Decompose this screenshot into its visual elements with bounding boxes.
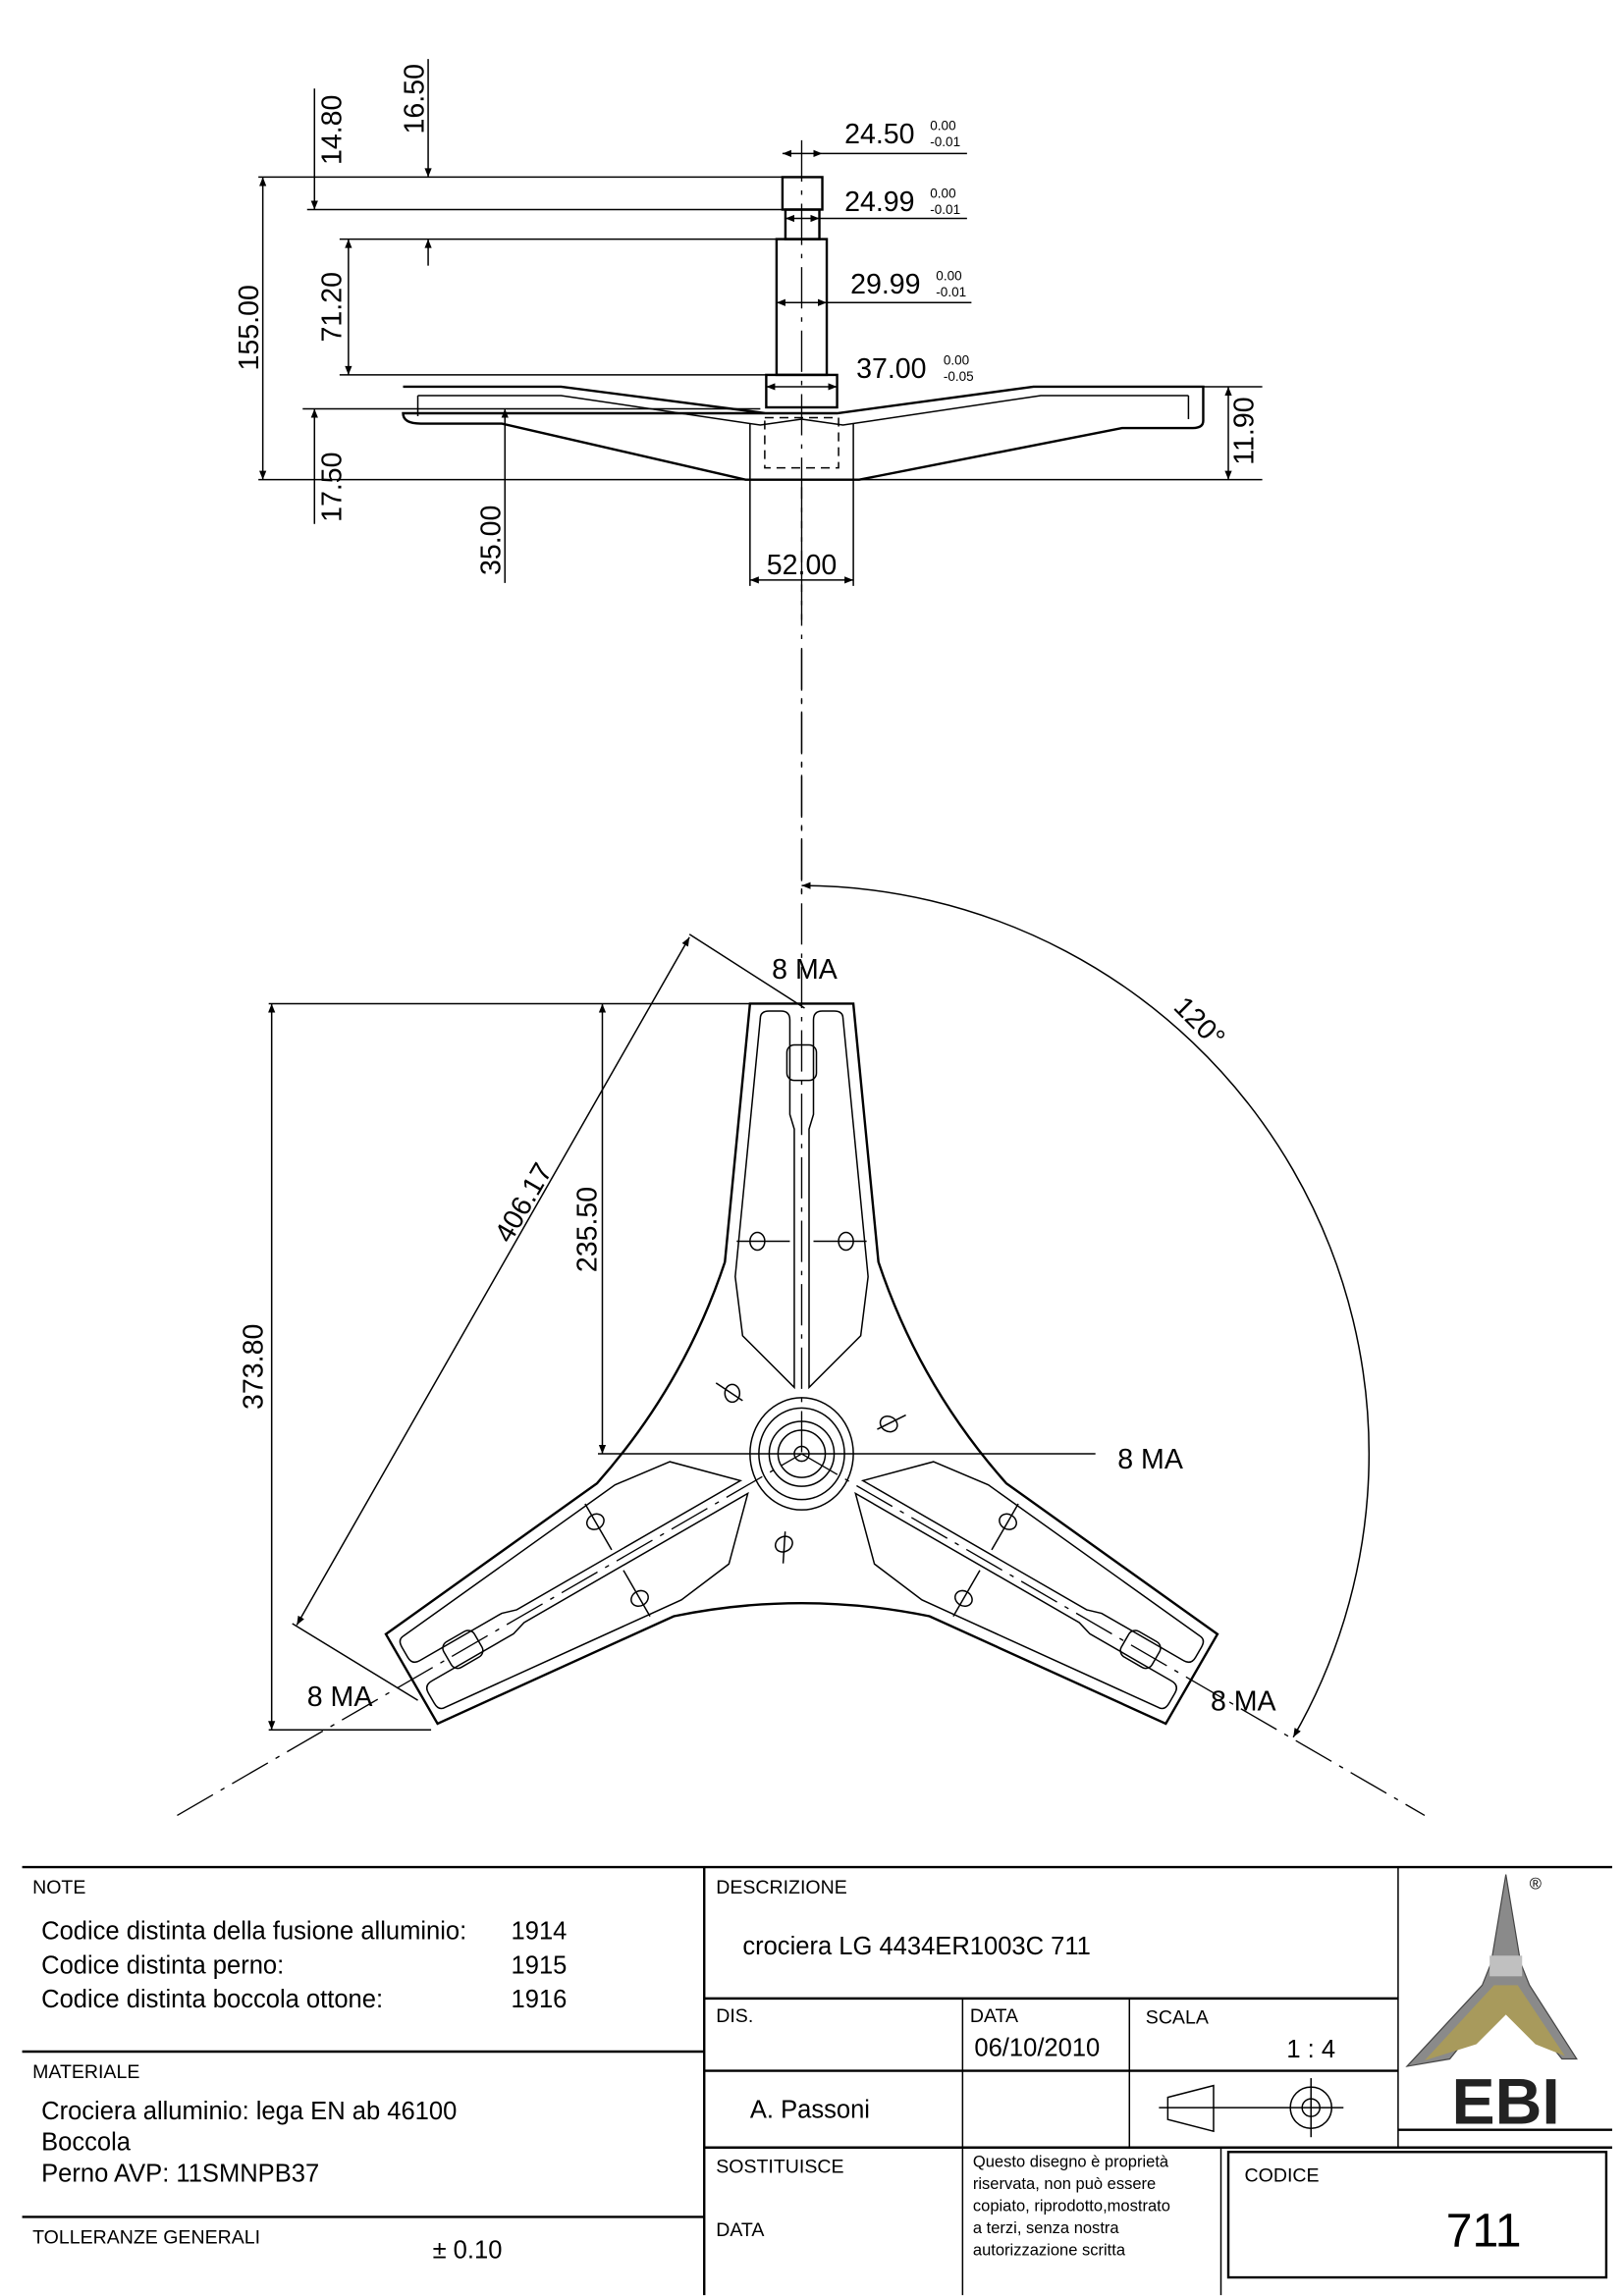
- shaft-base: [765, 373, 839, 409]
- dim-14-80: 14.80: [316, 95, 348, 165]
- data2-label: DATA: [716, 2219, 764, 2241]
- plan-view: 373.80 235.50 406.17 120° 8 MA 8 MA 8 MA…: [177, 649, 1426, 1817]
- materiale-line-2: Boccola: [41, 2129, 132, 2157]
- angle-label: 120°: [1167, 990, 1230, 1053]
- materiale-line-1: Crociera alluminio: lega EN ab 46100: [41, 2098, 457, 2125]
- shaft-tip: [781, 176, 824, 211]
- svg-text:-0.05: -0.05: [944, 369, 974, 384]
- dim-52-00: 52.00: [767, 550, 837, 581]
- shaft-neck: [784, 208, 821, 240]
- dim-373-80: 373.80: [239, 1324, 270, 1410]
- svg-text:24.99: 24.99: [844, 187, 914, 218]
- spider-arm: [399, 1461, 793, 1710]
- svg-text:0.00: 0.00: [936, 269, 961, 284]
- dim-11-90: 11.90: [1229, 397, 1261, 464]
- angle-arc: [801, 881, 1371, 1738]
- svg-text:-0.01: -0.01: [930, 134, 960, 149]
- note-line-3: Codice distinta boccola ottone:: [41, 1986, 383, 2013]
- svg-text:-0.01: -0.01: [936, 285, 966, 299]
- codice-label: CODICE: [1245, 2164, 1320, 2186]
- note-code-3: 1916: [512, 1986, 568, 2013]
- thread-label-left: 8 MA: [307, 1682, 373, 1713]
- title-block: NOTE Codice distinta della fusione allum…: [22, 1865, 1612, 2296]
- materiale-label: MATERIALE: [32, 2061, 139, 2083]
- tolleranze-label: TOLLERANZE GENERALI: [32, 2226, 260, 2248]
- dis-value: A. Passoni: [750, 2097, 870, 2124]
- dim-16-50: 16.50: [400, 64, 431, 133]
- dim-71-20: 71.20: [316, 272, 348, 342]
- disclaimer-line-5: autorizzazione scritta: [973, 2241, 1126, 2260]
- mounting-hole: [442, 1629, 484, 1670]
- note-line-2: Codice distinta perno:: [41, 1951, 284, 1979]
- descrizione-value: crociera LG 4434ER1003C 711: [742, 1933, 1091, 1960]
- note-code-1: 1914: [512, 1918, 568, 1946]
- thread-label-top: 8 MA: [772, 954, 838, 986]
- codice-box: [1226, 2151, 1608, 2279]
- tolleranze-value: ± 0.10: [433, 2237, 503, 2265]
- disclaimer-line-3: copiato, riprodotto,mostrato: [973, 2196, 1170, 2215]
- thread-label-right: 8 MA: [1211, 1686, 1276, 1718]
- mounting-hole: [1119, 1629, 1162, 1670]
- thread-label-center: 8 MA: [1117, 1444, 1183, 1475]
- disclaimer-line-4: a terzi, senza nostra: [973, 2218, 1120, 2237]
- spider-profile: [402, 385, 1205, 481]
- note-code-2: 1915: [512, 1951, 568, 1979]
- dim-406-17: 406.17: [489, 1158, 559, 1249]
- svg-text:37.00: 37.00: [856, 353, 926, 385]
- svg-text:0.00: 0.00: [930, 186, 955, 200]
- dis-label: DIS.: [716, 2005, 753, 2027]
- svg-text:-0.01: -0.01: [930, 202, 960, 217]
- diameter-24-99: 24.99 0.00 -0.01: [785, 186, 967, 223]
- dim-35-00: 35.00: [476, 506, 508, 575]
- side-view: 155.00 14.80 16.50 71.20 17.50 35.00 11.…: [234, 59, 1263, 901]
- codice-value: 711: [1446, 2204, 1522, 2257]
- scala-value: 1 : 4: [1286, 2036, 1335, 2063]
- data-label: DATA: [970, 2005, 1018, 2027]
- data-value: 06/10/2010: [974, 2035, 1100, 2062]
- ebi-logo: EBI ®: [1405, 1874, 1578, 2139]
- disclaimer-line-1: Questo disegno è proprietà: [973, 2152, 1169, 2170]
- sostituisce-label: SOSTITUISCE: [716, 2156, 843, 2177]
- hub-hidden: [764, 416, 839, 469]
- diameter-29-99: 29.99 0.00 -0.01: [776, 269, 972, 306]
- svg-text:0.00: 0.00: [930, 118, 955, 133]
- dim-17-50: 17.50: [316, 452, 348, 521]
- note-line-1: Codice distinta della fusione alluminio:: [41, 1918, 466, 1946]
- dim-235-50: 235.50: [571, 1187, 603, 1272]
- projection-symbol: [1159, 2078, 1344, 2138]
- scala-label: SCALA: [1146, 2006, 1209, 2028]
- materiale-line-3: Perno AVP: 11SMNPB37: [41, 2160, 319, 2187]
- logo-registered: ®: [1530, 1875, 1542, 1894]
- disclaimer-line-2: riservata, non può essere: [973, 2174, 1156, 2193]
- logo-text: EBI: [1452, 2066, 1560, 2139]
- spider-arm: [715, 1010, 869, 1404]
- diameter-37-00: 37.00 0.00 -0.05: [766, 352, 974, 391]
- svg-text:24.50: 24.50: [844, 119, 914, 150]
- note-label: NOTE: [32, 1877, 85, 1898]
- diameter-24-50: 24.50 0.00 -0.01: [782, 118, 967, 157]
- descrizione-label: DESCRIZIONE: [716, 1877, 846, 1898]
- svg-text:0.00: 0.00: [944, 352, 969, 367]
- dim-155: 155.00: [234, 285, 265, 370]
- svg-text:29.99: 29.99: [850, 269, 920, 300]
